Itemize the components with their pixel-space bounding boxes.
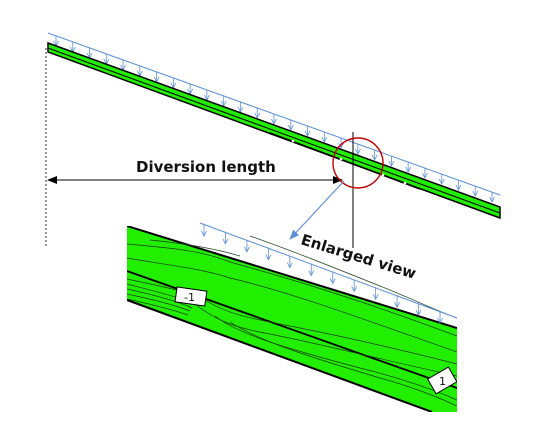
slope-overview [47, 32, 501, 220]
down-arrow-head [438, 178, 445, 185]
down-arrow-head [437, 317, 443, 324]
load-arrows-enlarged [201, 224, 443, 324]
down-arrow-head [371, 154, 378, 161]
down-arrow-head [244, 246, 250, 253]
pointer-arrow [289, 180, 345, 240]
slope-inner-line [47, 47, 501, 214]
down-arrow-head [304, 130, 311, 137]
down-arrow-head [201, 230, 207, 237]
enlarged-view-label: Enlarged view [299, 231, 419, 283]
enlarged-load-line [199, 222, 458, 319]
highlight-circle [332, 137, 384, 189]
down-arrow-head [372, 294, 379, 301]
down-arrow-head [472, 190, 479, 197]
svg-text:1: 1 [439, 375, 446, 388]
slope-marker [381, 173, 385, 177]
down-arrow-head [287, 124, 294, 131]
down-arrow-head [405, 166, 412, 173]
down-arrow-head [388, 160, 395, 167]
slope-marker [291, 139, 295, 143]
down-arrow-head [254, 112, 261, 119]
down-arrow-head [237, 106, 244, 113]
svg-text:-1: -1 [184, 291, 195, 304]
slope-marker [339, 157, 343, 161]
slope-marker [403, 181, 407, 185]
diversion-length-label: Diversion length [136, 158, 276, 176]
down-arrow-head [321, 136, 328, 143]
slope-inner-line-2 [269, 132, 421, 190]
down-arrow-head [286, 262, 293, 269]
down-arrow-head [422, 172, 428, 179]
down-arrow-head [415, 309, 422, 316]
down-arrow-head [354, 148, 361, 155]
load-arrows-top [53, 36, 495, 203]
enlarged-top-boundary [127, 226, 457, 329]
down-arrow-head [265, 254, 272, 261]
down-arrow-head [308, 270, 315, 277]
down-arrow-head [329, 278, 336, 285]
down-arrow-head [271, 118, 277, 125]
diversion-dimension: Diversion length [47, 158, 343, 184]
enlarged-bottom-boundary [127, 299, 433, 412]
enlarged-view: -1 1 [127, 226, 457, 412]
down-arrow-head [338, 142, 344, 149]
contour-label-pos1: 1 [426, 366, 457, 395]
down-arrow-head [351, 286, 358, 293]
contour-label-neg1: -1 [174, 286, 208, 307]
down-arrow-head [222, 238, 229, 245]
down-arrow-head [455, 184, 462, 191]
down-arrow-head [394, 302, 400, 309]
down-arrow-head [489, 196, 495, 203]
